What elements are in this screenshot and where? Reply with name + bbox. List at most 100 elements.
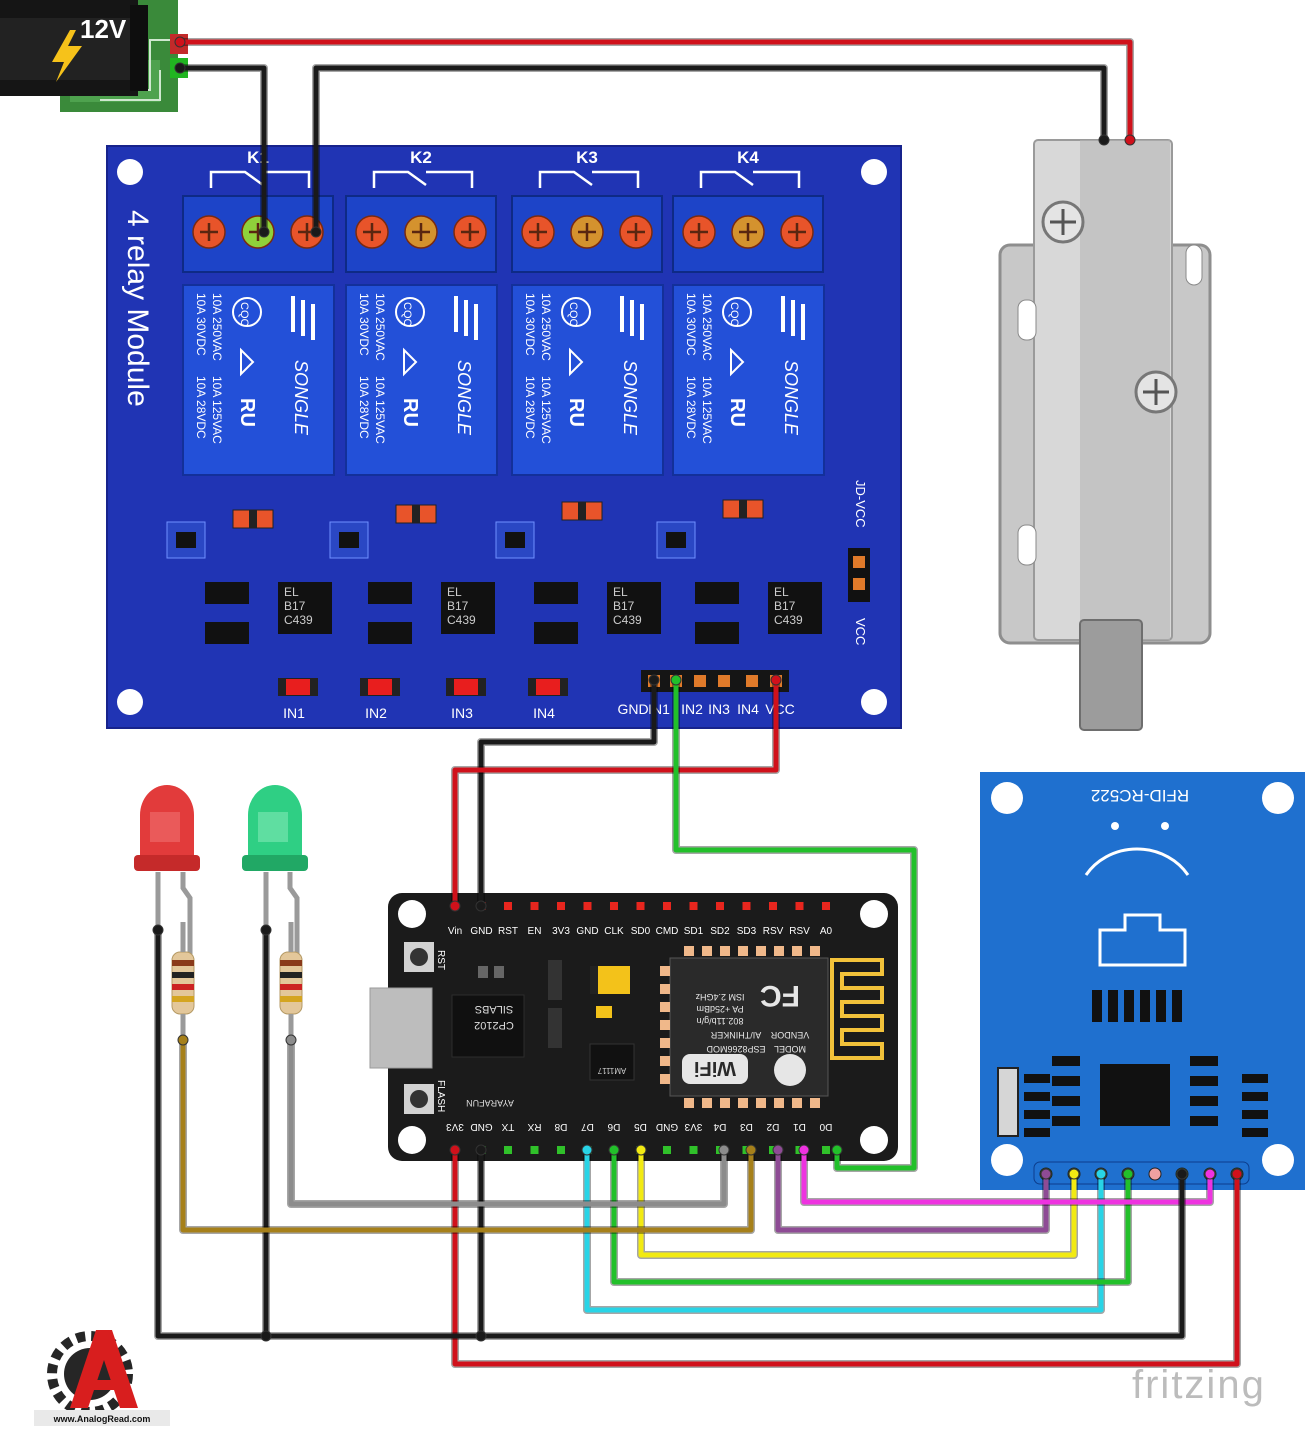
pin-top[interactable] xyxy=(795,902,804,910)
relay-rating: 10A 28VDC xyxy=(523,376,537,439)
relay-rating: 10A 250VAC xyxy=(210,293,224,361)
pin-label-bottom: D7 xyxy=(581,1121,594,1132)
pin-bottom[interactable] xyxy=(663,1146,671,1154)
relay-rating: 10A 250VAC xyxy=(700,293,714,361)
pin-label-bottom: D0 xyxy=(819,1121,832,1132)
maker-label: AYARAFUN xyxy=(466,1098,514,1108)
optocoupler-label: EL xyxy=(613,585,628,599)
pin-label-top: RSV xyxy=(763,926,784,937)
relay-cert: CQC xyxy=(567,302,579,327)
pin-label-bottom: GND xyxy=(656,1121,678,1132)
pin-label-bottom: RX xyxy=(527,1121,541,1132)
optocoupler-label: B17 xyxy=(284,599,306,613)
esp-module-text: PA +25dBm xyxy=(696,1004,743,1014)
relay-mark: RU xyxy=(565,398,587,427)
relay-rating: 10A 125VAC xyxy=(373,376,387,444)
pin-label-top: GND xyxy=(470,926,492,937)
pin-bottom[interactable] xyxy=(504,1146,512,1154)
resistor-icon xyxy=(279,922,303,1042)
pin-label-bottom: D8 xyxy=(554,1121,567,1132)
fritzing-watermark: fritzing xyxy=(1132,1363,1266,1407)
pin-top[interactable] xyxy=(822,902,830,910)
pin-label-bottom: TX xyxy=(501,1121,514,1132)
wire xyxy=(180,1040,754,1233)
header-label: VCC xyxy=(765,701,795,717)
pin-label-bottom: D5 xyxy=(634,1121,647,1132)
esp-module-text: AI/THINKER xyxy=(710,1030,761,1040)
relay-mark: RU xyxy=(399,398,421,427)
pin-top[interactable] xyxy=(742,902,751,910)
wire xyxy=(452,680,779,906)
wire xyxy=(801,1150,1213,1205)
pin-label-top: SD0 xyxy=(631,926,651,937)
rfid-pin[interactable] xyxy=(1148,1167,1162,1181)
optocoupler-label: B17 xyxy=(774,599,796,613)
pin-top[interactable] xyxy=(769,902,777,910)
pin-top[interactable] xyxy=(583,902,592,910)
relay-name: K4 xyxy=(737,148,759,167)
pin-label-top: Vin xyxy=(448,926,462,937)
pin-bottom[interactable] xyxy=(557,1146,565,1154)
relay-brand: SONGLE xyxy=(291,360,311,436)
header-pin[interactable] xyxy=(746,675,758,687)
optocoupler-label: C439 xyxy=(774,613,803,627)
relay-cert: CQC xyxy=(238,302,250,327)
header-pin[interactable] xyxy=(718,675,730,687)
pin-top[interactable] xyxy=(689,902,698,910)
relay-rating: 10A 250VAC xyxy=(539,293,553,361)
relay-name: K3 xyxy=(576,148,598,167)
pin-label-top: GND xyxy=(576,926,598,937)
pin-top[interactable] xyxy=(504,902,512,910)
wire xyxy=(313,65,1107,232)
pin-bottom[interactable] xyxy=(530,1146,539,1154)
relay-mark: RU xyxy=(236,398,258,427)
relay-rating: 10A 30VDC xyxy=(357,293,371,356)
pin-top[interactable] xyxy=(663,902,671,910)
pin-label-bottom: GND xyxy=(470,1121,492,1132)
header-label: IN4 xyxy=(737,701,759,717)
logo-url: www.AnalogRead.com xyxy=(53,1414,151,1424)
relay-rating: 10A 28VDC xyxy=(684,376,698,439)
relay-rating: 10A 30VDC xyxy=(684,293,698,356)
pin-label-top: RST xyxy=(498,926,518,937)
regulator-label: AM1117 xyxy=(597,1066,626,1075)
pin-top[interactable] xyxy=(557,902,565,910)
wire xyxy=(478,680,657,906)
relay-led-label: IN3 xyxy=(451,705,473,721)
pin-label-top: SD1 xyxy=(684,926,704,937)
svg-text:FC: FC xyxy=(760,979,800,1012)
pin-bottom[interactable] xyxy=(822,1146,830,1154)
header-label: IN3 xyxy=(708,701,730,717)
relay-brand: SONGLE xyxy=(454,360,474,436)
relay-name: K2 xyxy=(410,148,432,167)
pin-label-top: SD2 xyxy=(710,926,730,937)
pin-label-bottom: D6 xyxy=(607,1121,620,1132)
solenoid-lock-icon xyxy=(998,139,1212,731)
pin-top[interactable] xyxy=(610,902,618,910)
rst-button-label: RST xyxy=(435,950,446,970)
pin-label-top: SD3 xyxy=(737,926,757,937)
relay-rating: 10A 28VDC xyxy=(194,376,208,439)
wire xyxy=(673,680,917,1171)
header-pin[interactable] xyxy=(694,675,706,687)
optocoupler-label: EL xyxy=(774,585,789,599)
pin-label-top: CLK xyxy=(604,926,624,937)
flash-button-label: FLASH xyxy=(435,1080,446,1112)
rfid-board: RFID-RC522 xyxy=(980,772,1305,1190)
pin-top[interactable] xyxy=(716,902,724,910)
pin-label-top: 3V3 xyxy=(552,926,570,937)
relay-module-title: 4 relay Module xyxy=(121,210,154,407)
pin-bottom[interactable] xyxy=(689,1146,698,1154)
wire xyxy=(611,1150,1131,1285)
led-green-icon xyxy=(242,785,308,960)
pin-label-bottom: D1 xyxy=(793,1121,806,1132)
pin-top[interactable] xyxy=(530,902,539,910)
pin-top[interactable] xyxy=(636,902,645,910)
relay-rating: 10A 30VDC xyxy=(523,293,537,356)
pin-label-top: RSV xyxy=(789,926,810,937)
relay-rating: 10A 125VAC xyxy=(210,376,224,444)
esp-module-text: ISM 2.4GHz xyxy=(695,992,745,1002)
